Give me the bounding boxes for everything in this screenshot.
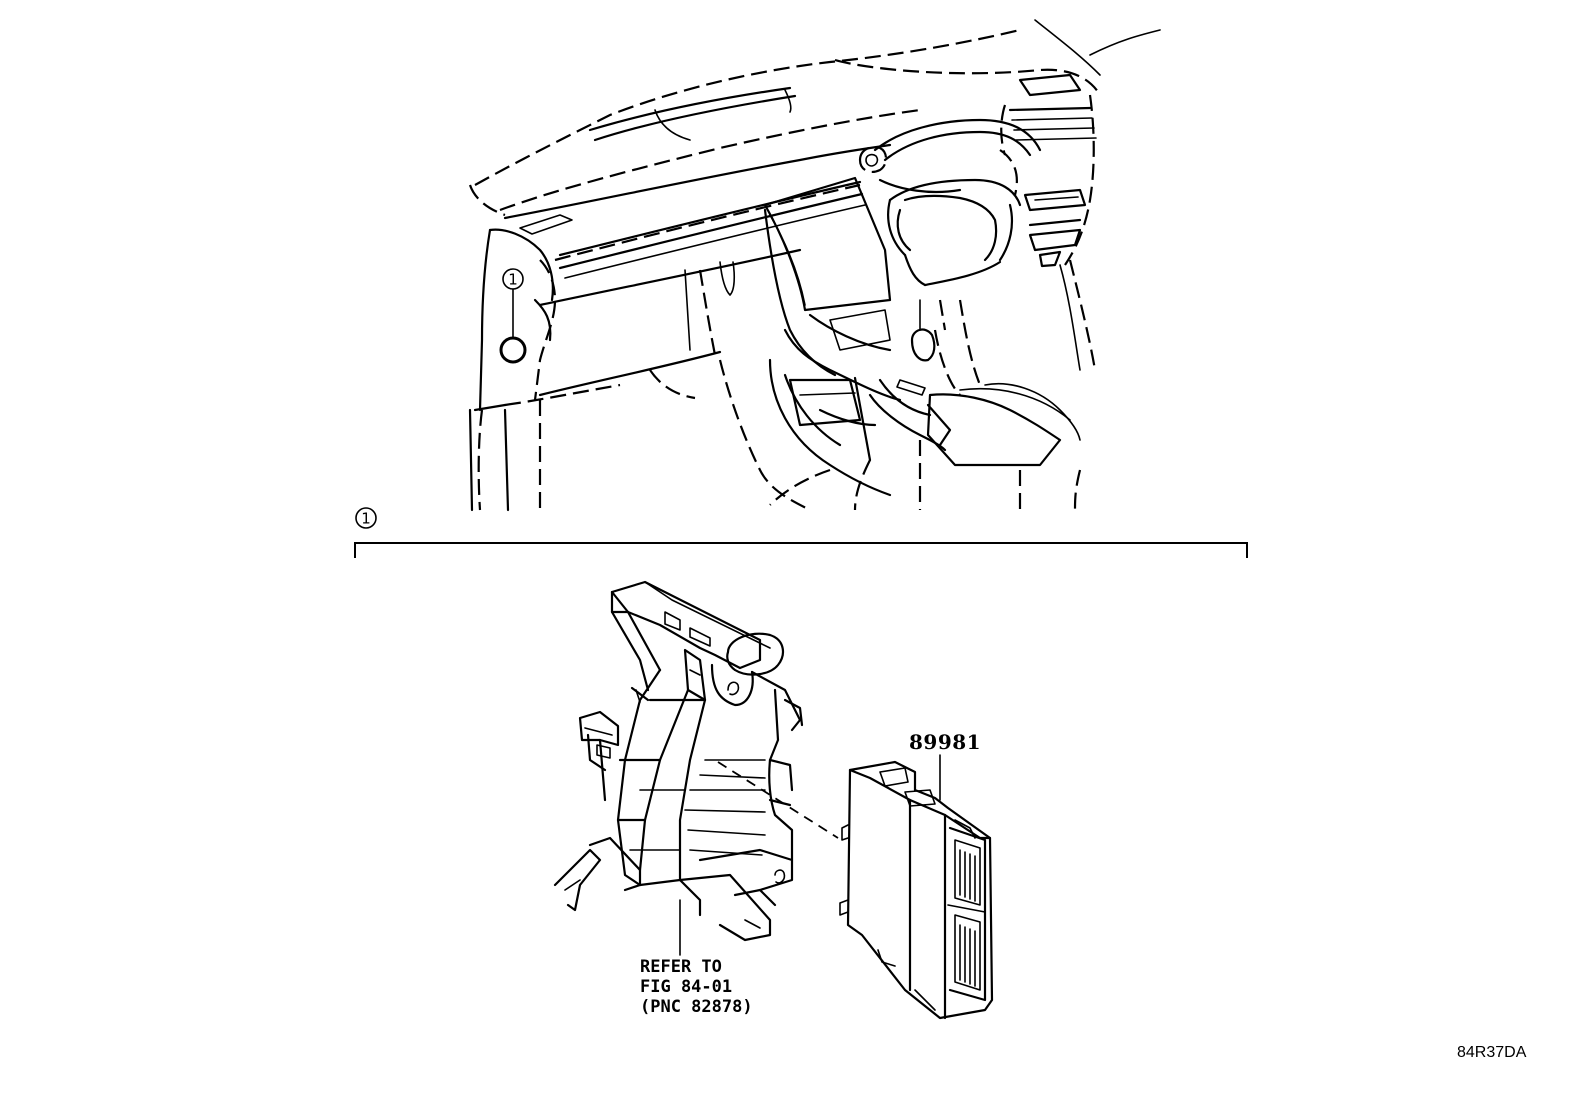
reference-note-line-2: FIG 84-01	[640, 977, 732, 997]
ecu-module-illustration	[839, 760, 994, 1020]
installation-line	[717, 761, 839, 839]
reference-note-line-3: (PNC 82878)	[640, 997, 753, 1017]
callout-number: 1	[508, 271, 518, 289]
drawing-code: 84R37DA	[1457, 1044, 1527, 1061]
reference-note-line-1: REFER TO	[640, 957, 722, 977]
part-number-label: 89981	[909, 730, 981, 754]
reference-note: REFER TO FIG 84-01 (PNC 82878)	[640, 957, 753, 1017]
detail-section-header: 1	[354, 507, 1248, 558]
detail-callout-number: 1	[361, 510, 371, 528]
dashboard-illustration	[468, 19, 1161, 512]
callout-location-marker: 1	[499, 268, 527, 364]
mounting-bracket-illustration	[553, 580, 804, 942]
